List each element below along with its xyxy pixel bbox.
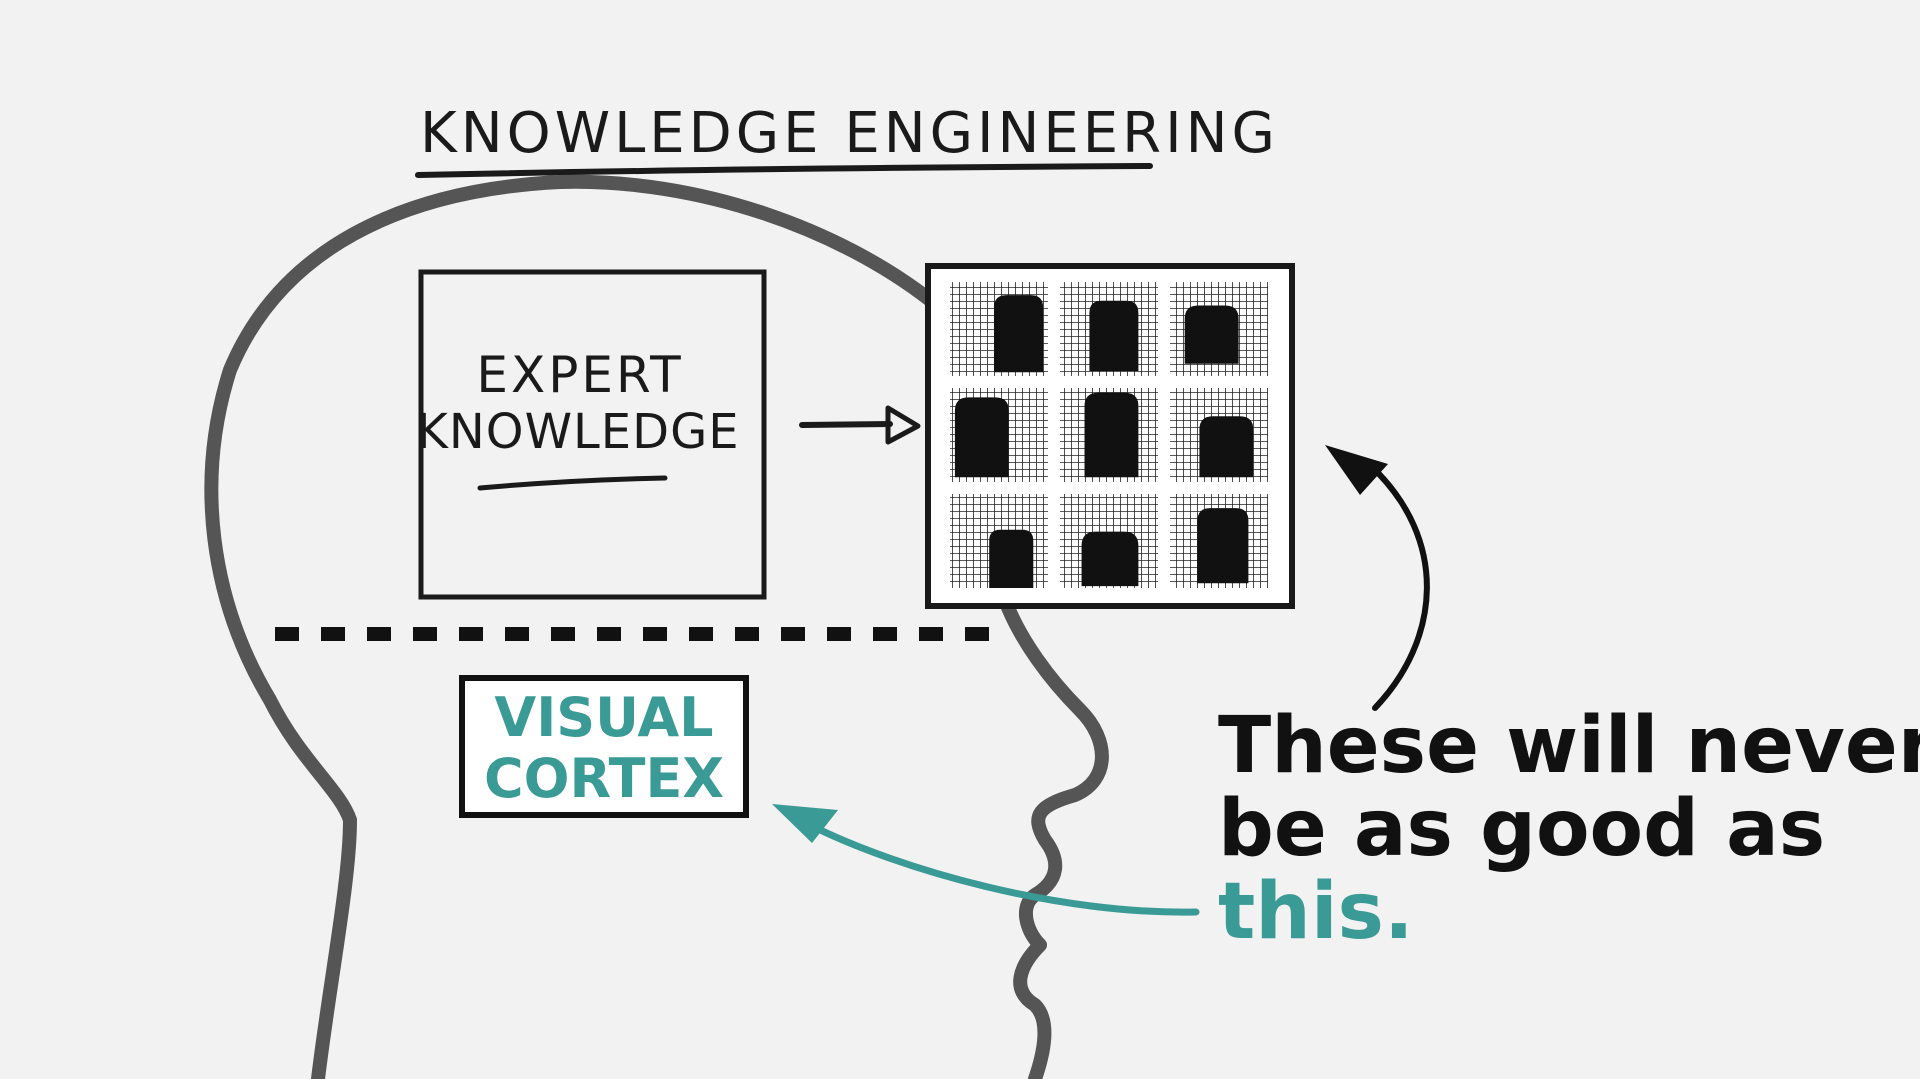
black-arrow-head	[1325, 445, 1388, 495]
filter-grid	[950, 282, 1268, 588]
visual-cortex-line2: CORTEX	[484, 747, 724, 810]
expert-label-line2: KNOWLEDGE	[416, 404, 739, 460]
title-underline	[415, 163, 1153, 178]
expert-underline	[477, 475, 668, 491]
black-curved-arrow	[1367, 462, 1430, 711]
filter-blob	[954, 397, 1009, 478]
caption-line2: be as good as	[1218, 784, 1825, 874]
visual-cortex-box	[459, 675, 749, 818]
caption-line3: this.	[1218, 867, 1414, 957]
expert-label-line1: EXPERT	[476, 346, 683, 404]
expert-knowledge-box	[418, 269, 767, 600]
filter-blob	[989, 529, 1034, 588]
filter-blob	[1084, 392, 1139, 478]
filter-blob	[1197, 508, 1249, 584]
arrow-head	[885, 405, 921, 445]
diagram-title: Knowledge Engineering	[420, 101, 1279, 166]
filter-blob	[1199, 416, 1254, 478]
teal-arrow-head	[772, 804, 838, 843]
visual-cortex-line1: VISUAL	[494, 686, 713, 749]
teal-curved-arrow	[806, 821, 1200, 916]
caption-line1: These will never	[1218, 701, 1920, 791]
filter-blob	[994, 295, 1044, 373]
filter-blob	[1081, 531, 1139, 587]
filter-blob	[1089, 300, 1139, 372]
arrow-shaft	[799, 421, 893, 428]
filter-blob	[1184, 305, 1239, 364]
